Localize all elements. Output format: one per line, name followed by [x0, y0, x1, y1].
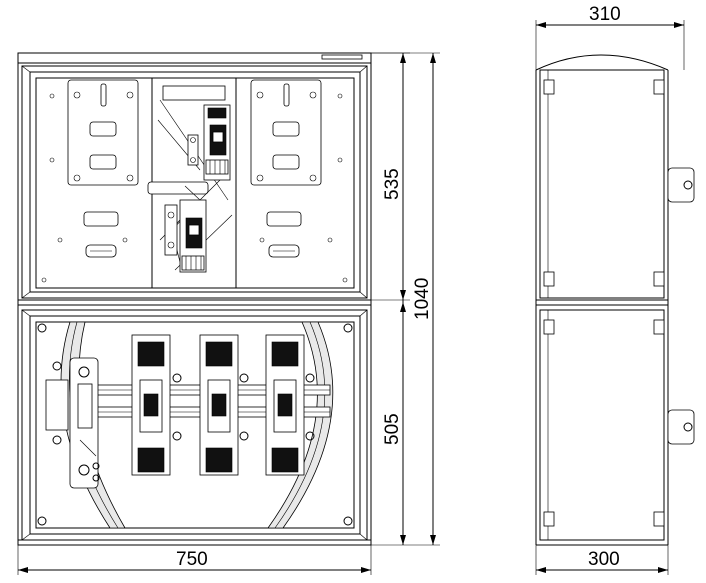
upper-compartment [21, 65, 368, 299]
dimension-lines [17, 20, 685, 575]
meter-plate-left [67, 79, 139, 258]
dim-side-width-top: 310 [589, 4, 621, 25]
dim-side-width-bottom: 300 [588, 549, 620, 570]
lower-compartment [21, 309, 368, 541]
fuse-base-3 [265, 334, 305, 476]
dim-front-width: 750 [176, 549, 208, 570]
side-view [535, 54, 695, 546]
front-view [17, 52, 372, 546]
dim-upper-height: 535 [382, 168, 403, 200]
center-fuse-section [147, 85, 233, 273]
dim-total-height: 1040 [412, 278, 433, 320]
terminal-block-left [45, 357, 100, 489]
meter-plate-right [250, 79, 322, 258]
fuse-base-2 [199, 334, 239, 476]
fuse-base-1 [131, 334, 171, 476]
dim-lower-height: 505 [382, 413, 403, 445]
